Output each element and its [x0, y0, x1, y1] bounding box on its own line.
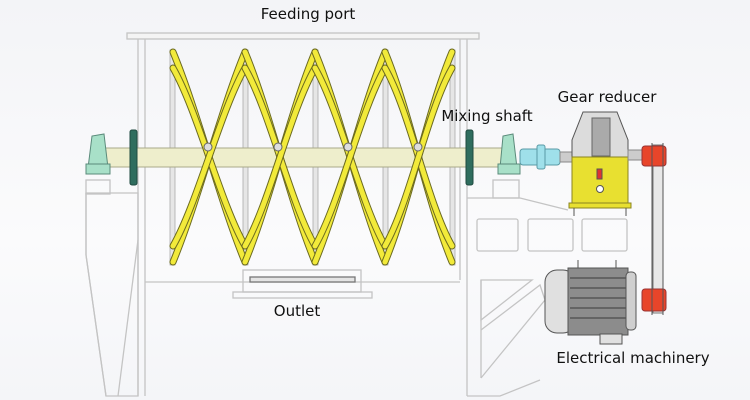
shaft-hubs: [203, 142, 423, 152]
helical-ribbons: [169, 48, 456, 266]
mixing-shaft: [99, 147, 503, 168]
bearings: [85, 133, 521, 175]
mixer-frame: [85, 32, 628, 397]
flanges: [129, 129, 474, 186]
top-plate: [126, 32, 480, 40]
frame-panel: [527, 218, 574, 252]
outlet-base: [232, 291, 373, 299]
frame-panel: [581, 218, 628, 252]
right-bearing: [499, 133, 518, 169]
label-mixing-shaft: Mixing shaft: [441, 107, 533, 125]
label-electrical-machinery: Electrical machinery: [556, 349, 710, 367]
upper-pulley: [641, 145, 667, 167]
ribbon-segment: [382, 65, 455, 249]
lower-pulley: [641, 288, 667, 312]
gear-reducer: [568, 111, 644, 216]
label-outlet: Outlet: [273, 302, 321, 320]
left-bearing: [87, 133, 109, 169]
ribbon-segment: [170, 65, 248, 249]
electric-motor: [544, 260, 637, 345]
belt-drive: [641, 143, 667, 315]
label-feeding-port: Feeding port: [260, 5, 356, 23]
coupling: [519, 144, 575, 170]
ribbon-segment: [312, 65, 388, 249]
ribbon-segment: [242, 65, 318, 249]
label-gear-reducer: Gear reducer: [557, 88, 657, 106]
left-leg: [85, 192, 139, 397]
frame-panel: [476, 218, 519, 252]
